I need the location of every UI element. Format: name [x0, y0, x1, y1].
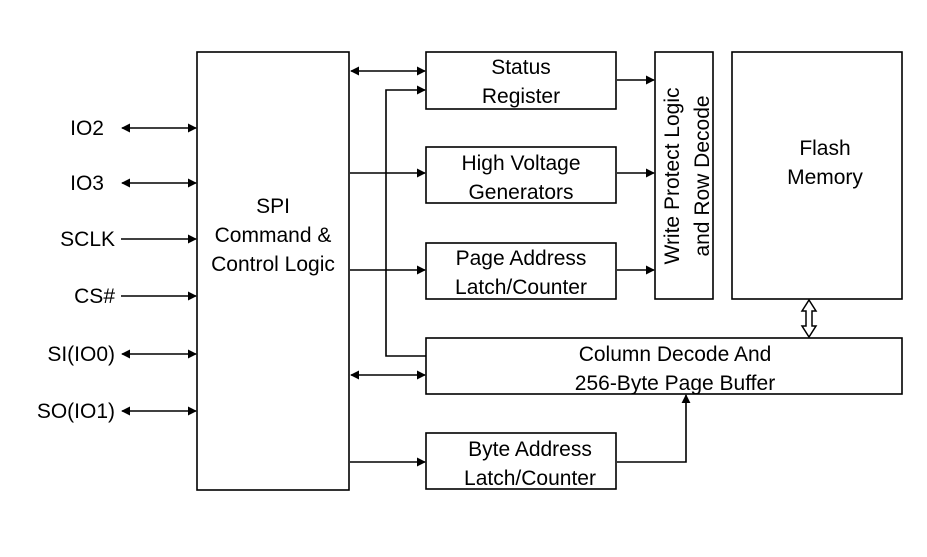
flash-column-double-arrow — [800, 298, 818, 339]
column-decode-line-1: Column Decode And — [579, 343, 772, 366]
spi-control-logic-block — [196, 51, 350, 491]
column-decode-line-2: 256-Byte Page Buffer — [575, 372, 775, 395]
high-voltage-line-2: Generators — [468, 181, 573, 204]
write-protect-row-decode-block — [654, 51, 714, 300]
column-decode-page-buffer-block — [425, 337, 903, 395]
byte-address-line-2: Latch/Counter — [464, 467, 596, 490]
flash-memory-line-2: Memory — [787, 166, 863, 189]
pin-sclk-label: SCLK — [60, 228, 115, 251]
write-protect-line-1: Write Protect Logic — [661, 87, 684, 264]
pin-cs-label: CS# — [74, 285, 115, 308]
write-protect-line-2: and Row Decode — [691, 95, 714, 256]
pin-io3-label: IO3 — [70, 172, 104, 195]
spi-block-line-1: SPI — [256, 195, 290, 218]
high-voltage-line-1: High Voltage — [461, 152, 580, 175]
byte-address-latch-block — [425, 432, 617, 490]
byte-address-line-1: Byte Address — [468, 438, 592, 461]
flash-memory-block — [731, 51, 903, 300]
pin-si-label: SI(IO0) — [47, 343, 115, 366]
flash-memory-line-1: Flash — [799, 137, 850, 160]
status-register-line-1: Status — [491, 56, 551, 79]
page-address-line-2: Latch/Counter — [455, 276, 587, 299]
page-address-line-1: Page Address — [456, 247, 587, 270]
byte-address-to-column-decode-arrow — [617, 394, 691, 463]
pin-io2-label: IO2 — [70, 117, 104, 140]
spi-block-line-2: Command & — [215, 224, 332, 247]
spi-block-line-3: Control Logic — [211, 253, 335, 276]
pin-so-label: SO(IO1) — [37, 400, 115, 423]
high-voltage-generators-block — [425, 146, 617, 204]
page-address-latch-block — [425, 242, 617, 300]
status-register-block — [425, 51, 617, 110]
status-register-line-2: Register — [482, 85, 560, 108]
column-decode-status-feedback-arrow — [385, 85, 426, 357]
